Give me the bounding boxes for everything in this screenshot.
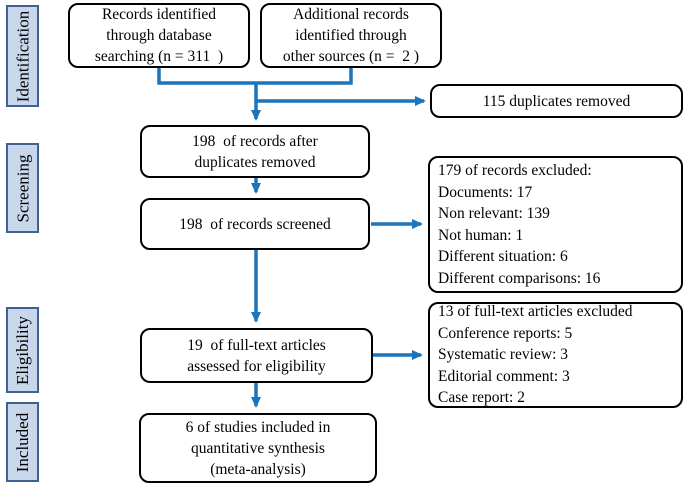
box-additional-records: Additional records identified through ot…: [260, 3, 442, 68]
box-text: 13 of full-text articles excluded Confer…: [438, 303, 633, 407]
box-fulltext-assessed: 19 of full-text articles assessed for el…: [140, 328, 373, 383]
stage-label-text: Included: [13, 412, 33, 472]
box-text: 198 of records screened: [179, 215, 331, 233]
stage-label-included: Included: [6, 402, 39, 482]
stage-label-text: Eligibility: [13, 315, 33, 385]
stage-label-text: Screening: [13, 154, 33, 222]
stage-label-eligibility: Eligibility: [6, 307, 39, 393]
box-text: 198 of records after duplicates removed: [192, 132, 318, 171]
box-duplicates-removed: 115 duplicates removed: [430, 84, 683, 118]
box-text: 115 duplicates removed: [482, 92, 631, 110]
box-fulltext-excluded: 13 of full-text articles excluded Confer…: [428, 302, 683, 408]
box-records-identified: Records identified through database sear…: [68, 3, 250, 68]
box-records-screened: 198 of records screened: [140, 198, 370, 250]
box-text: Additional records identified through ot…: [282, 6, 420, 65]
box-text: 19 of full-text articles assessed for el…: [187, 336, 326, 375]
box-studies-included: 6 of studies included in quantitative sy…: [139, 413, 377, 483]
box-after-duplicates: 198 of records after duplicates removed: [140, 125, 370, 178]
box-text: 179 of records excluded: Documents: 17 N…: [438, 162, 601, 287]
box-text: 6 of studies included in quantitative sy…: [185, 418, 331, 478]
stage-label-identification: Identification: [6, 5, 39, 107]
merge-connector: [157, 68, 353, 85]
stage-label-screening: Screening: [6, 143, 39, 233]
box-text: Records identified through database sear…: [94, 6, 224, 65]
stage-label-text: Identification: [13, 10, 33, 102]
box-records-excluded: 179 of records excluded: Documents: 17 N…: [428, 156, 683, 293]
